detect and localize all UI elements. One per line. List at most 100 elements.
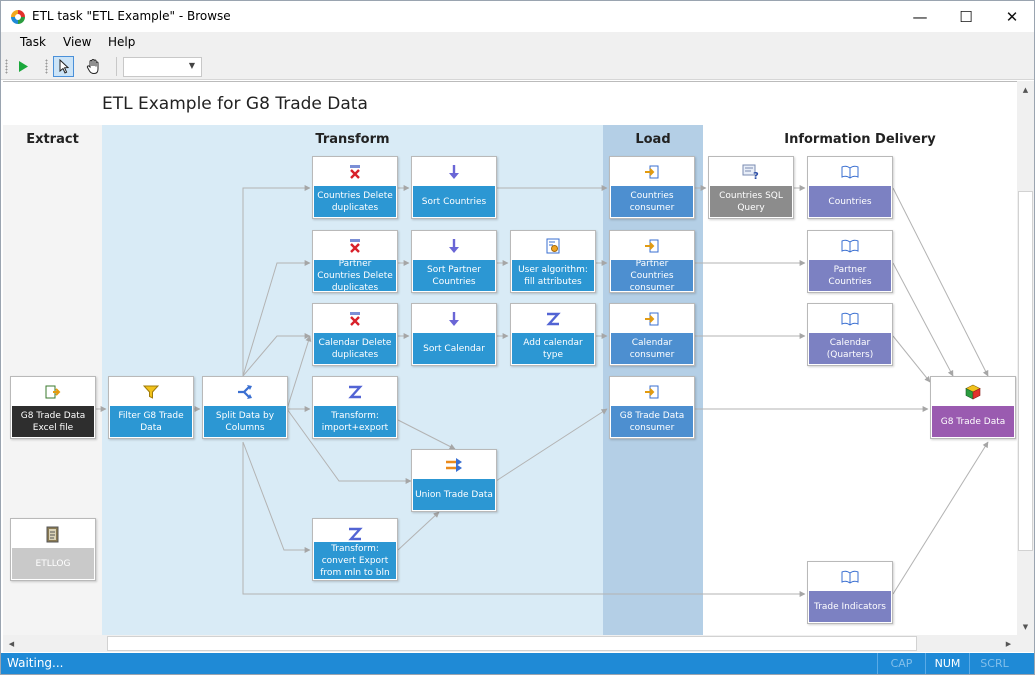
node-g8-trade-data-excel-file[interactable]: G8 Trade Data Excel file xyxy=(10,376,96,439)
horizontal-scroll-thumb[interactable] xyxy=(107,636,917,651)
title-bar: ETL task "ETL Example" - Browse — ☐ ✕ xyxy=(1,1,1034,32)
node-label: Calendar Delete duplicates xyxy=(314,333,396,364)
node-filter-g8-trade-data[interactable]: Filter G8 Trade Data xyxy=(108,376,194,439)
node-calendar-delete-duplicates[interactable]: Calendar Delete duplicates xyxy=(312,303,398,366)
node-partner-countries-delete-duplicates[interactable]: Partner Countries Delete duplicates xyxy=(312,230,398,293)
consumer-icon xyxy=(610,309,694,329)
node-calendar-consumer[interactable]: Calendar consumer xyxy=(609,303,695,366)
node-countries-delete-duplicates[interactable]: Countries Delete duplicates xyxy=(312,156,398,219)
scroll-right-icon[interactable]: ▶ xyxy=(1005,639,1012,648)
node-label: G8 Trade Data xyxy=(932,406,1014,437)
node-etllog[interactable]: ETLLOG xyxy=(10,518,96,581)
node-partner-countries-consumer[interactable]: Partner Countries consumer xyxy=(609,230,695,293)
node-trade-indicators[interactable]: Trade Indicators xyxy=(807,561,893,624)
run-button[interactable] xyxy=(14,57,32,75)
vertical-scrollbar[interactable]: ▲ ▼ xyxy=(1017,81,1034,635)
diagram-title: ETL Example for G8 Trade Data xyxy=(102,94,368,114)
maximize-button[interactable]: ☐ xyxy=(943,1,989,32)
toolbar-separator xyxy=(116,57,117,76)
connector-8 xyxy=(242,441,311,553)
node-label: Union Trade Data xyxy=(413,479,495,510)
book-icon xyxy=(808,567,892,587)
close-button[interactable]: ✕ xyxy=(989,1,1035,32)
pointer-icon xyxy=(59,59,69,74)
scroll-down-icon[interactable]: ▼ xyxy=(1022,622,1029,631)
node-calendar-quarters[interactable]: Calendar (Quarters) xyxy=(807,303,893,366)
diagram-canvas[interactable]: Extract Transform Load Information Deliv… xyxy=(3,81,1017,635)
node-label: Partner Countries xyxy=(809,260,891,291)
node-label: Countries Delete duplicates xyxy=(314,186,396,217)
lane-title-load: Load xyxy=(635,132,671,147)
toolbar-combo[interactable]: ▼ xyxy=(123,57,202,77)
connector-3 xyxy=(242,260,311,377)
node-transform-convert-export[interactable]: Transform: convert Export from mln to bl… xyxy=(312,518,398,581)
node-label: Filter G8 Trade Data xyxy=(110,406,192,437)
connector-9 xyxy=(242,442,806,597)
sort-icon xyxy=(412,236,496,256)
toolbar: ▼ xyxy=(1,53,1034,80)
menu-help[interactable]: Help xyxy=(108,35,136,49)
lane-title-extract: Extract xyxy=(26,132,79,147)
node-sort-countries[interactable]: Sort Countries xyxy=(411,156,497,219)
node-sort-partner-countries[interactable]: Sort Partner Countries xyxy=(411,230,497,293)
node-sort-calendar[interactable]: Sort Calendar xyxy=(411,303,497,366)
menu-task[interactable]: Task xyxy=(20,35,46,49)
node-label: Sort Calendar xyxy=(413,333,495,364)
toolbar-grip-2[interactable] xyxy=(45,59,48,74)
node-transform-import-export[interactable]: Transform: import+export xyxy=(312,376,398,439)
node-label: Calendar (Quarters) xyxy=(809,333,891,364)
node-countries-dictionary[interactable]: Countries xyxy=(807,156,893,219)
delete-duplicates-icon xyxy=(313,236,397,256)
connector-2 xyxy=(242,185,311,376)
menu-view[interactable]: View xyxy=(63,35,92,49)
node-countries-consumer[interactable]: Countries consumer xyxy=(609,156,695,219)
node-union-trade-data[interactable]: Union Trade Data xyxy=(411,449,497,512)
node-countries-sql-query[interactable]: ? Countries SQL Query xyxy=(708,156,794,219)
chevron-down-icon: ▼ xyxy=(188,61,195,70)
delete-duplicates-icon xyxy=(313,309,397,329)
vertical-scroll-thumb[interactable] xyxy=(1018,191,1033,551)
consumer-icon xyxy=(610,236,694,256)
node-partner-countries-dictionary[interactable]: Partner Countries xyxy=(807,230,893,293)
union-icon xyxy=(412,455,496,475)
consumer-icon xyxy=(610,382,694,402)
minimize-button[interactable]: — xyxy=(897,1,943,32)
connector-18 xyxy=(397,419,456,450)
node-user-algorithm-fill-attributes[interactable]: User algorithm: fill attributes xyxy=(510,230,596,293)
scroll-left-icon[interactable]: ◀ xyxy=(8,639,15,648)
num-indicator: NUM xyxy=(925,653,969,674)
split-icon xyxy=(203,382,287,402)
node-add-calendar-type[interactable]: Add calendar type xyxy=(510,303,596,366)
funnel-icon xyxy=(109,382,193,402)
excel-source-icon xyxy=(11,382,95,402)
node-label: G8 Trade Data consumer xyxy=(611,406,693,437)
window-title: ETL task "ETL Example" - Browse xyxy=(32,9,231,23)
toolbar-grip[interactable] xyxy=(5,59,8,74)
connector-29 xyxy=(892,441,989,595)
lane-title-transform: Transform xyxy=(315,132,390,147)
node-label: Countries consumer xyxy=(611,186,693,217)
user-algorithm-icon xyxy=(511,236,595,256)
node-split-data-by-columns[interactable]: Split Data by Columns xyxy=(202,376,288,439)
connector-6 xyxy=(286,335,312,410)
horizontal-scrollbar[interactable]: ◀ ▶ xyxy=(3,635,1017,652)
node-g8-trade-data-cube[interactable]: G8 Trade Data xyxy=(930,376,1016,439)
scrl-indicator: SCRL xyxy=(969,653,1019,674)
pan-tool-button[interactable] xyxy=(83,56,104,77)
status-bar: Waiting... CAP NUM SCRL xyxy=(1,653,1034,674)
scroll-up-icon[interactable]: ▲ xyxy=(1022,85,1029,94)
connector-7 xyxy=(286,408,412,484)
node-label: Partner Countries Delete duplicates xyxy=(314,259,396,293)
transform-icon xyxy=(313,382,397,402)
node-g8-trade-data-consumer[interactable]: G8 Trade Data consumer xyxy=(609,376,695,439)
book-icon xyxy=(808,162,892,182)
book-icon xyxy=(808,236,892,256)
svg-text:?: ? xyxy=(753,171,759,180)
sort-icon xyxy=(412,162,496,182)
pointer-tool-button[interactable] xyxy=(53,56,74,77)
connector-28 xyxy=(892,335,931,383)
cap-indicator: CAP xyxy=(877,653,925,674)
node-label: Transform: convert Export from mln to bl… xyxy=(314,542,396,579)
node-label: Countries xyxy=(809,186,891,217)
node-label: Calendar consumer xyxy=(611,333,693,364)
